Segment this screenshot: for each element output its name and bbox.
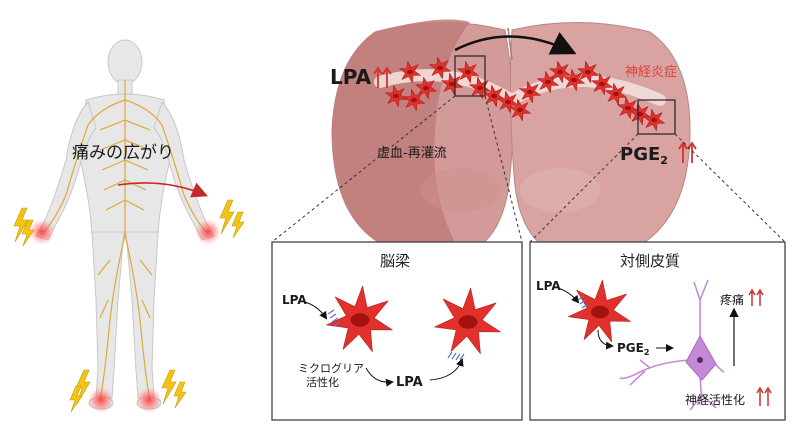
callout-left-lpa-top: LPA [282, 293, 307, 307]
up-arrow-icon [748, 288, 764, 306]
microglia-cell [483, 85, 505, 107]
lightning-icon [219, 199, 235, 235]
callout-right-lpa: LPA [536, 279, 561, 293]
pain-glow-right-hand [195, 219, 221, 245]
lightning-icon [13, 207, 29, 243]
human-figure [13, 39, 245, 413]
callout-right-pge2: PGE2 [617, 341, 649, 357]
receptor-icon [577, 295, 589, 309]
microglia-cell [434, 287, 501, 354]
callout-left-title: 脳梁 [380, 252, 410, 270]
inset-box-corpus-callosum [454, 55, 486, 97]
microglia-cell [403, 89, 425, 111]
microglia-cell [399, 61, 421, 83]
callout-left-lpa-bottom: LPA [396, 375, 423, 390]
callout-right-title: 対側皮質 [620, 252, 680, 270]
propagation-arrow [454, 32, 577, 55]
up-arrow-icon [678, 141, 697, 163]
brain-pge2-label: PGE2 [620, 144, 668, 167]
microglia-cell [385, 85, 407, 107]
neural-activation-label: 神経活性化 [685, 393, 745, 407]
microglia-cell [617, 97, 639, 119]
inset-box-contralateral-cortex [637, 99, 676, 135]
neuron-icon [619, 279, 725, 411]
microglia-cell [497, 91, 519, 113]
receptor-icon [327, 309, 465, 361]
brain-lpa-label: LPA [330, 65, 372, 89]
microglia-label-line1: ミクログリア [298, 361, 364, 375]
microglia-cell [577, 61, 599, 83]
up-arrow-icon [373, 66, 392, 88]
lightning-icon [231, 211, 245, 239]
microglia-cell [591, 73, 613, 95]
lightning-icon [173, 381, 187, 409]
pain-glow-left-hand [29, 219, 55, 245]
callout-contralateral-cortex: 対側皮質 LPA PGE2 疼痛 神経活性化 [529, 241, 786, 421]
microglia-cell [509, 99, 531, 121]
pain-label: 疼痛 [720, 292, 744, 307]
pain-glow-left-foot [88, 387, 114, 413]
microglia-cell [519, 81, 541, 103]
lightning-icon [69, 385, 83, 413]
microglia-cell [441, 73, 463, 95]
pain-spread-arrow [117, 182, 208, 198]
microglia-cell [563, 69, 585, 91]
callout-corpus-callosum: 脳梁 LPA ミクログリア 活性化 LPA [271, 241, 523, 421]
lightning-icon [21, 219, 35, 247]
microglia-cell [326, 285, 393, 352]
microglia-label-line2: 活性化 [306, 375, 339, 389]
pain-glow-right-foot [136, 387, 162, 413]
brain-section [331, 19, 691, 256]
up-arrow-icon [756, 386, 772, 406]
microglia-cell [568, 279, 631, 343]
microglia-cell [549, 61, 571, 83]
microglia-cell [429, 57, 451, 79]
neuroinflammation-label: 神経炎症 [625, 65, 677, 80]
microglia-cell [643, 109, 665, 131]
ischemia-label: 虚血-再灌流 [377, 146, 447, 161]
microglia-cell [457, 61, 479, 83]
lightning-icon [161, 369, 177, 405]
pain-spread-label: 痛みの広がり [72, 143, 174, 163]
